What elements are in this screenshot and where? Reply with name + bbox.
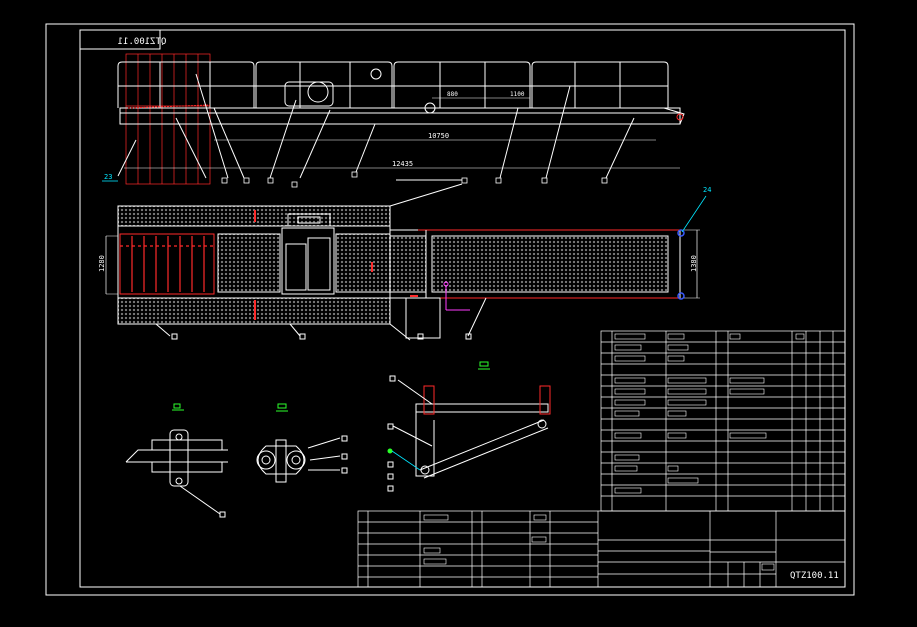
callout-23: 23 (104, 173, 112, 181)
elevation-view (117, 53, 685, 185)
plan-colored-marks: 24 1280 1380 (98, 186, 711, 311)
dim-inner-length: 10750 (428, 132, 449, 140)
plan-view (105, 179, 700, 341)
dim-seg-a: 880 (447, 91, 458, 98)
stamp-code: QTZ100.11 (118, 37, 167, 47)
detail-views (125, 361, 551, 518)
stamp-box: QTZ100.11 (79, 29, 167, 50)
dim-total-length: 12435 (392, 160, 413, 168)
title-block (357, 510, 846, 588)
elevation-labels: 12435 10750 880 1100 23 (102, 91, 608, 188)
detail-hinge-2 (256, 403, 348, 483)
detail-bracket (387, 361, 551, 492)
elevation-red-block (125, 53, 211, 185)
outer-sheet-border (45, 23, 855, 596)
drawing-number: QTZ100.11 (790, 571, 839, 581)
title-block-labels: QTZ100.11 (790, 571, 839, 581)
dim-width-right: 1380 (690, 255, 698, 272)
parts-list-table (600, 330, 846, 512)
dim-seg-b: 1100 (510, 91, 525, 98)
callout-24: 24 (703, 186, 711, 194)
dim-width-left: 1280 (98, 255, 106, 272)
detail-hinge-1 (125, 403, 228, 518)
